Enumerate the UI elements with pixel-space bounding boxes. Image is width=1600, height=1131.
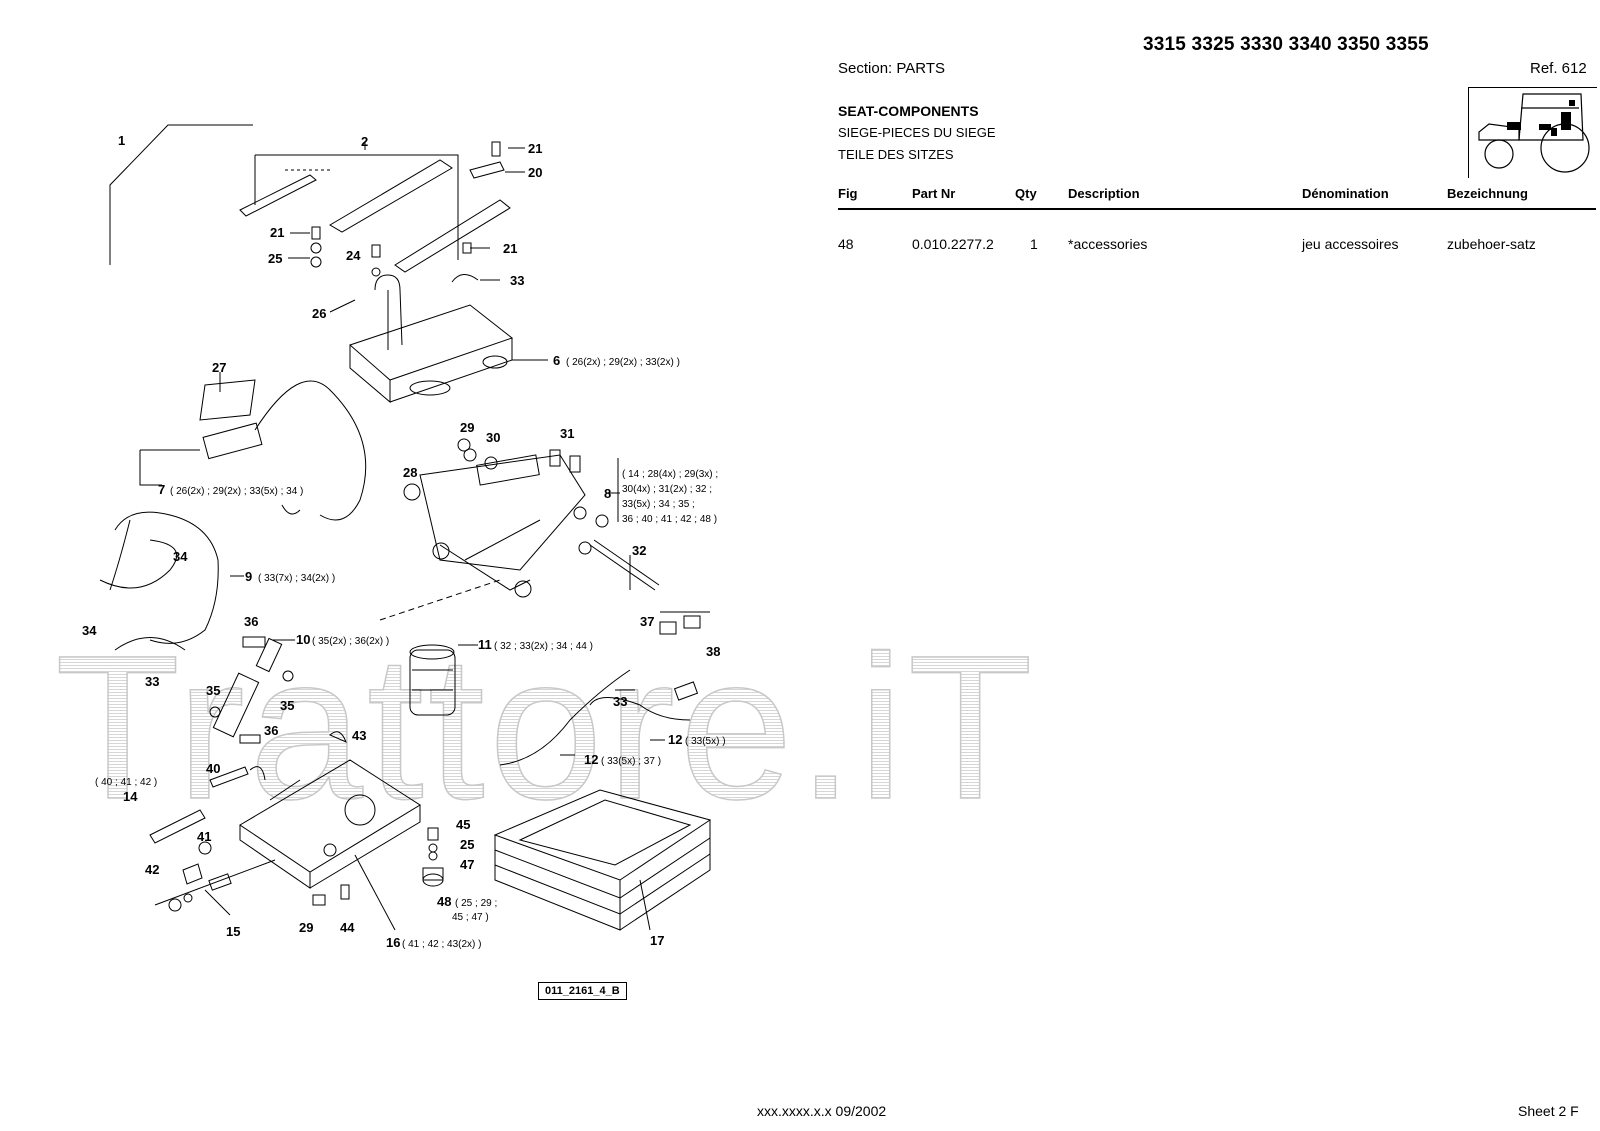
- model-list: 3315 3325 3330 3340 3350 3355: [1143, 34, 1429, 55]
- tractor-thumbnail: [1468, 87, 1597, 178]
- callout-41: 41: [197, 829, 211, 844]
- section-label: Section: PARTS: [838, 60, 945, 77]
- note-8-line2: 30(4x) ; 31(2x) ; 32 ;: [622, 484, 712, 495]
- watermark: Trattore.iT: [54, 610, 1037, 846]
- note-8-line3: 33(5x) ; 34 ; 35 ;: [622, 499, 695, 510]
- callout-26: 26: [312, 306, 326, 321]
- callout-11: 11: [478, 637, 492, 652]
- callout-34b: 34: [82, 623, 97, 638]
- note-7: ( 26(2x) ; 29(2x) ; 33(5x) ; 34 ): [170, 486, 303, 497]
- callout-38: 38: [706, 644, 720, 659]
- callout-15: 15: [226, 924, 240, 939]
- callout-34a: 34: [173, 549, 188, 564]
- callout-7: 7: [158, 482, 165, 497]
- callout-28: 28: [403, 465, 417, 480]
- callout-27: 27: [212, 360, 226, 375]
- callout-21c: 21: [503, 241, 517, 256]
- note-8-line1: ( 14 ; 28(4x) ; 29(3x) ;: [622, 469, 718, 480]
- col-fig-header: Fig: [838, 186, 858, 201]
- callout-20: 20: [528, 165, 542, 180]
- callout-33a: 33: [510, 273, 524, 288]
- col-qty-header: Qty: [1015, 186, 1037, 201]
- callout-48: 48: [437, 894, 451, 909]
- reference-number: Ref. 612: [1530, 60, 1587, 77]
- footer-code: xxx.xxxx.x.x 09/2002: [757, 1103, 887, 1119]
- callout-29b: 29: [299, 920, 313, 935]
- callout-9: 9: [245, 569, 252, 584]
- callout-31: 31: [560, 426, 574, 441]
- drawing-number: 011_2161_4_B: [538, 982, 627, 1000]
- callout-36b: 36: [264, 723, 278, 738]
- exploded-parts-diagram: 1 2 21 20 21 25 24 21 33 26 6 27 7 29 30…: [82, 124, 726, 950]
- note-10: ( 35(2x) ; 36(2x) ): [312, 636, 389, 647]
- callout-37: 37: [640, 614, 654, 629]
- callout-17: 17: [650, 933, 664, 948]
- note-14: ( 40 ; 41 ; 42 ): [95, 777, 157, 788]
- callout-24: 24: [346, 248, 361, 263]
- callout-47: 47: [460, 857, 474, 872]
- callout-25: 25: [268, 251, 282, 266]
- col-bezeichnung-header: Bezeichnung: [1447, 186, 1528, 201]
- row-bezeichnung: zubehoer-satz: [1447, 236, 1536, 252]
- note-12b: ( 33(5x) ; 37 ): [601, 756, 661, 767]
- callout-33c: 33: [145, 674, 159, 689]
- row-description: *accessories: [1068, 236, 1148, 252]
- note-12a: ( 33(5x) ): [685, 736, 726, 747]
- callout-42: 42: [145, 862, 159, 877]
- note-9: ( 33(7x) ; 34(2x) ): [258, 573, 335, 584]
- callout-8: 8: [604, 486, 611, 501]
- callout-21b: 21: [270, 225, 284, 240]
- note-11: ( 32 ; 33(2x) ; 34 ; 44 ): [494, 641, 593, 652]
- callout-12b: 12: [584, 752, 598, 767]
- callout-32: 32: [632, 543, 646, 558]
- callout-40: 40: [206, 761, 220, 776]
- table-header-rule: [838, 208, 1596, 210]
- page-title-de: TEILE DES SITZES: [838, 147, 954, 162]
- note-48-line1: ( 25 ; 29 ;: [455, 898, 497, 909]
- callout-35b: 35: [280, 698, 294, 713]
- callout-43: 43: [352, 728, 366, 743]
- callout-30: 30: [486, 430, 500, 445]
- callout-44: 44: [340, 920, 355, 935]
- callout-10: 10: [296, 632, 310, 647]
- callout-25b: 25: [460, 837, 474, 852]
- col-partnr-header: Part Nr: [912, 186, 956, 201]
- callout-45: 45: [456, 817, 470, 832]
- callout-16: 16: [386, 935, 400, 950]
- note-48-line2: 45 ; 47 ): [452, 912, 489, 923]
- row-part-nr: 0.010.2277.2: [912, 236, 994, 252]
- row-qty: 1: [1030, 236, 1038, 252]
- note-16: ( 41 ; 42 ; 43(2x) ): [402, 939, 481, 950]
- page-title-en: SEAT-COMPONENTS: [838, 103, 979, 119]
- callout-29a: 29: [460, 420, 474, 435]
- sheet-number: Sheet 2 F: [1518, 1103, 1579, 1119]
- note-6: ( 26(2x) ; 29(2x) ; 33(2x) ): [566, 357, 680, 368]
- callout-21a: 21: [528, 141, 542, 156]
- row-denomination: jeu accessoires: [1302, 236, 1399, 252]
- callout-14: 14: [123, 789, 138, 804]
- page-title-fr: SIEGE-PIECES DU SIEGE: [838, 125, 996, 140]
- callout-1: 1: [118, 133, 125, 148]
- callout-33b: 33: [613, 694, 627, 709]
- col-description-header: Description: [1068, 186, 1140, 201]
- note-8-line4: 36 ; 40 ; 41 ; 42 ; 48 ): [622, 514, 717, 525]
- callout-6: 6: [553, 353, 560, 368]
- callout-12a: 12: [668, 732, 682, 747]
- callout-2: 2: [361, 134, 368, 149]
- col-denomination-header: Dénomination: [1302, 186, 1389, 201]
- row-fig: 48: [838, 236, 854, 252]
- callout-36a: 36: [244, 614, 258, 629]
- callout-35a: 35: [206, 683, 220, 698]
